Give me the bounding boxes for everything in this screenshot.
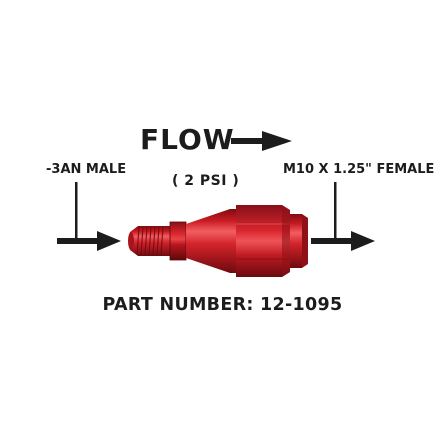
tapered-body <box>186 209 236 273</box>
part-number: PART NUMBER: 12-1095 <box>102 295 343 315</box>
small-hex <box>169 221 187 261</box>
male-thread-end <box>128 226 172 256</box>
flow-title: FLOW <box>140 123 235 156</box>
female-collar <box>290 214 308 268</box>
inlet-label: -3AN MALE <box>46 162 127 177</box>
outlet-arrow-icon <box>311 182 375 251</box>
flow-arrow-icon <box>231 131 292 151</box>
outlet-label: M10 X 1.25" FEMALE <box>283 162 435 177</box>
hex-nut <box>236 205 290 277</box>
inlet-arrow-icon <box>57 182 121 251</box>
fitting-image <box>128 205 308 277</box>
pressure-note: ( 2 PSI ) <box>172 173 240 189</box>
